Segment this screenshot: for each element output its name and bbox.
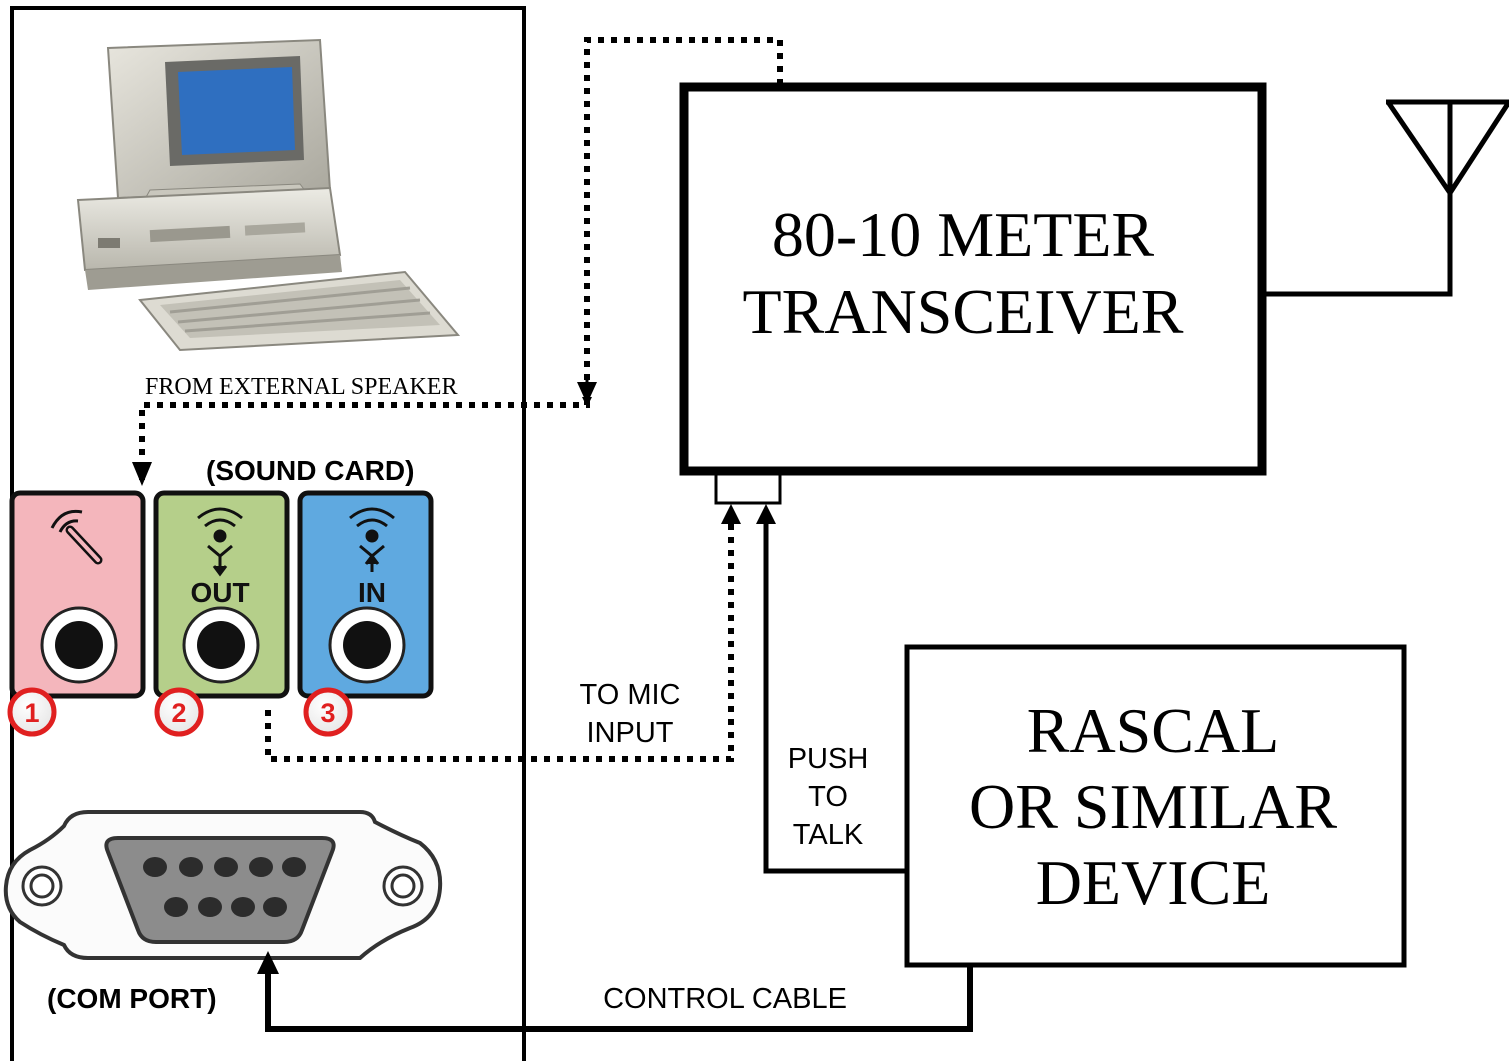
from-external-speaker-label: FROM EXTERNAL SPEAKER bbox=[145, 374, 457, 400]
svg-text:3: 3 bbox=[320, 698, 335, 728]
ptt-line bbox=[763, 522, 907, 874]
to-mic-label-line1: TO MIC bbox=[580, 679, 681, 711]
antenna-icon bbox=[1266, 99, 1509, 297]
ptt-label-line1: PUSH bbox=[788, 743, 869, 775]
transceiver-label-line1: 80-10 METER bbox=[772, 199, 1155, 270]
arrowhead bbox=[577, 382, 597, 404]
device-label-line3: DEVICE bbox=[1036, 847, 1271, 918]
audio-out-icon bbox=[197, 507, 243, 577]
arrowhead bbox=[756, 504, 776, 524]
device-label-line2: OR SIMILAR bbox=[969, 771, 1337, 842]
jack-in[interactable]: IN bbox=[297, 490, 434, 699]
transceiver-label-line2: TRANSCEIVER bbox=[743, 276, 1184, 347]
microphone-icon bbox=[50, 509, 103, 565]
arrowhead bbox=[721, 504, 741, 524]
transceiver-box bbox=[679, 82, 1267, 476]
jack-out-label: OUT bbox=[190, 577, 249, 608]
svg-text:2: 2 bbox=[171, 698, 186, 728]
transceiver-mic-connector[interactable] bbox=[714, 472, 782, 505]
audio-in-icon bbox=[349, 507, 395, 572]
speaker-audio-line bbox=[139, 37, 783, 480]
desktop-computer-icon bbox=[76, 38, 461, 352]
db9-serial-port-icon[interactable] bbox=[3, 810, 443, 960]
jack-mic[interactable] bbox=[9, 490, 146, 699]
device-label-line1: RASCAL bbox=[1027, 695, 1280, 766]
jack-number-badge: 1 bbox=[7, 687, 57, 737]
com-port-label: (COM PORT) bbox=[47, 983, 217, 1014]
arrowhead bbox=[132, 462, 152, 486]
arrowhead bbox=[257, 951, 279, 974]
interface-device-box bbox=[904, 644, 1407, 968]
jack-out[interactable]: OUT bbox=[153, 490, 290, 699]
svg-text:1: 1 bbox=[24, 698, 39, 728]
sound-card-label: (SOUND CARD) bbox=[206, 455, 414, 486]
jack-number-badge: 2 bbox=[154, 687, 204, 737]
jack-number-badge: 3 bbox=[303, 687, 353, 737]
control-cable-line bbox=[265, 965, 973, 1032]
ptt-label-line2: TO bbox=[808, 781, 848, 813]
to-mic-label-line2: INPUT bbox=[587, 717, 674, 749]
control-cable-label: CONTROL CABLE bbox=[603, 983, 847, 1015]
ptt-label-line3: TALK bbox=[793, 819, 864, 851]
serial-port-pins bbox=[143, 857, 306, 917]
jack-in-label: IN bbox=[358, 577, 386, 608]
